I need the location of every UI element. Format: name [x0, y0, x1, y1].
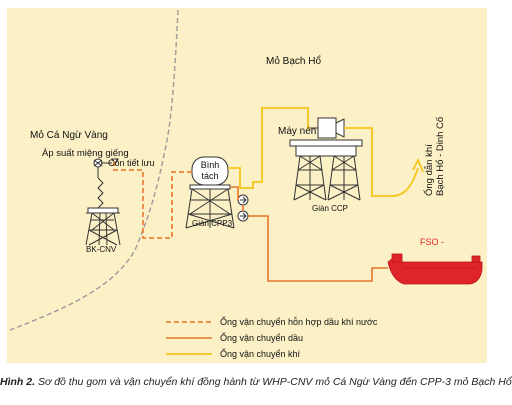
ccp-platform	[289, 139, 363, 201]
field-boundary-line	[9, 9, 179, 331]
label-flow-valve: Côn tiết lưu	[108, 158, 155, 168]
label-ccp: Giàn CCP	[312, 204, 348, 213]
figure-caption: Hình 2. Sơ đồ thu gom và vận chuyển khí …	[0, 376, 512, 388]
legend-label-mixed: Ống vận chuyển hỗn hợp dầu khí nước	[220, 316, 378, 327]
gas-export-pipeline	[344, 127, 419, 197]
separator-vessel	[189, 156, 231, 190]
gas-export-arrow	[412, 157, 424, 173]
gas-pipeline-to-compressor	[228, 107, 310, 189]
label-pipeline-line2: Bạch Hổ - Dinh Cố	[435, 116, 446, 196]
mixed-pipeline	[113, 161, 192, 239]
caption-text: Sơ đồ thu gom và vận chuyển khí đồng hàn…	[37, 376, 512, 388]
fso-vessel	[387, 253, 483, 285]
label-fso: FSO -	[420, 237, 444, 247]
label-separator-line2: tách	[201, 171, 218, 181]
label-pipeline-line1: Ống dẫn khí	[423, 144, 435, 196]
legend: Ống vận chuyển hỗn hợp dầu khí nước Ống …	[166, 316, 378, 359]
legend-label-gas: Ống vận chuyển khí	[220, 348, 301, 359]
label-wellhead-pressure: Áp suất miệng giếng	[42, 148, 129, 159]
bk-cnv-platform	[85, 158, 121, 246]
label-bach-ho-field: Mỏ Bạch Hổ	[266, 55, 321, 67]
label-bk-cnv: BK-CNV	[86, 245, 117, 254]
caption-number: Hình 2.	[0, 376, 36, 388]
field-schematic: Mỏ Bạch Hổ Mỏ Cá Ngừ Vàng Áp suất miệng …	[7, 8, 487, 363]
label-compressor: Máy nén	[278, 126, 316, 137]
oil-pipeline	[230, 186, 388, 282]
diagram-background	[7, 8, 487, 363]
legend-label-oil: Ống vận chuyển dầu	[220, 332, 303, 343]
compressor	[310, 117, 345, 139]
label-separator-line1: Bình	[201, 160, 220, 170]
cpp3-platform	[185, 188, 235, 229]
label-ca-ngu-vang-field: Mỏ Cá Ngừ Vàng	[30, 129, 108, 141]
label-cpp3: Giàn CPP3	[192, 219, 233, 228]
